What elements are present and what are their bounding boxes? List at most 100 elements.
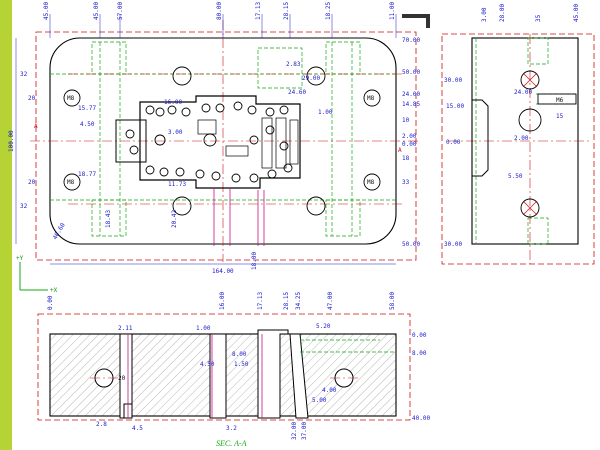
dimension-lines (15, 14, 397, 265)
dimension-label: 8.00 (232, 351, 247, 358)
side-centerlines (448, 34, 590, 264)
dimension-label: 70.00 (402, 37, 420, 44)
hole-label: M8 (67, 179, 75, 186)
dimension-label: 24.00 (514, 89, 532, 96)
dimension-label: 17.13 (255, 2, 262, 20)
dimension-label: 32.00 (291, 422, 298, 440)
total-width-dimension: 164.00 (212, 268, 234, 275)
dimension-label: 29.00 (302, 75, 320, 82)
side-holes (518, 70, 542, 218)
dimension-label: 80.00 (216, 2, 223, 20)
dimension-label: 50.00 (402, 241, 420, 248)
cut-lines (213, 188, 265, 246)
dimension-label: 5.00 (312, 397, 327, 404)
dimension-label: 8.00 (412, 350, 427, 357)
section-tag: A (34, 123, 38, 130)
dimension-label: 1.00 (196, 325, 211, 332)
dimension-label: 1.00 (318, 109, 333, 116)
dimension-label: 2.11 (118, 325, 133, 332)
hole-label: M8 (67, 95, 75, 102)
dimension-label: 50.00 (402, 69, 420, 76)
axis-indicator: +Y +X (16, 255, 58, 294)
dimension-label: 4.00 (322, 387, 337, 394)
dimension-label: 1.50 (234, 361, 249, 368)
dimension-label: 16.00 (219, 292, 226, 310)
dimension-label: 35 (535, 14, 542, 22)
hole-label: M8 (367, 179, 375, 186)
section-phantom-border (37, 313, 411, 421)
dimension-label: 45.00 (43, 2, 50, 20)
dimension-label: 2.8 (96, 421, 107, 428)
corner-holes (63, 66, 381, 216)
dimension-label: 32 (20, 71, 28, 78)
dimension-label: 18.00 (251, 252, 258, 270)
dimension-label: 45.00 (93, 2, 100, 20)
dimension-label: 58.00 (389, 292, 396, 310)
dimension-label: 11.00 (389, 2, 396, 20)
dimension-label: 20.42 (171, 210, 178, 228)
accent-side-bar (0, 0, 12, 450)
pocket-slots (197, 117, 299, 169)
dimension-label: 10 (402, 117, 410, 124)
dimension-label: 37.00 (301, 422, 308, 440)
side-hole-crosses (522, 72, 538, 216)
dimension-label: 33 (402, 179, 410, 186)
dimension-label: 45.00 (573, 4, 580, 22)
dimension-label: 11.73 (168, 181, 186, 188)
dimension-label: 30.00 (444, 77, 462, 84)
section-caption: SEC. A-A (216, 439, 247, 448)
dimension-label: 2.00 (514, 135, 529, 142)
dimension-label: 0.00 (412, 332, 427, 339)
pocket-holes (125, 101, 293, 183)
dimension-label: 28.15 (283, 2, 290, 20)
dimension-label: 40.00 (412, 415, 430, 422)
dimension-label: 3.00 (481, 7, 488, 22)
dimension-label: 15.00 (446, 103, 464, 110)
dimension-label: 18.25 (325, 2, 332, 20)
dimension-label: 3.2 (226, 425, 237, 432)
top-view: M8 M8 M8 M8 A A 45.00 45.00 57.00 80.00 … (8, 2, 430, 275)
dimension-label: 57.00 (117, 2, 124, 20)
dimension-label: 3.00 (168, 129, 183, 136)
dimension-label: 20 (28, 95, 36, 102)
central-pocket (139, 95, 301, 189)
section-tag: A (398, 147, 402, 154)
dimension-label: 24.00 (402, 91, 420, 98)
dimension-label: 4.50 (80, 121, 95, 128)
dimension-label: 0.00 (446, 139, 461, 146)
dimension-label: 28.00 (499, 4, 506, 22)
side-step (471, 99, 489, 177)
y-axis-label: +Y (16, 255, 24, 262)
side-view: M6 15 3.00 28.00 35 45.00 30.00 15.00 0.… (441, 4, 595, 265)
dimension-label: 0.00 (402, 141, 417, 148)
total-height-dimension: 100.00 (8, 130, 15, 152)
hole-label: M8 (367, 95, 375, 102)
hole-label: M6 (556, 97, 564, 104)
dimension-label: 24.60 (288, 89, 306, 96)
dimension-label: 18.77 (78, 171, 96, 178)
dimension-label: 4.50 (200, 361, 215, 368)
dimension-label: 17.13 (257, 292, 264, 310)
dimension-label: 18.43 (105, 210, 112, 228)
dimension-label: 18 (402, 155, 410, 162)
dimension-label: 5.50 (508, 173, 523, 180)
dimension-label: 15.77 (78, 105, 96, 112)
dimension-label: 0.00 (47, 295, 54, 310)
section-hidden-lines (300, 339, 396, 353)
dimension-label: 20 (28, 179, 36, 186)
dimension-label: 2.00 (402, 133, 417, 140)
top-view-phantom-border (35, 31, 417, 261)
section-cut-lines (127, 334, 263, 418)
x-axis-label: +X (50, 287, 58, 294)
dimension-label: 28.15 (283, 292, 290, 310)
dimension-label: 47.00 (327, 292, 334, 310)
section-view: 0.00 16.00 17.13 28.15 34.25 47.00 58.00… (37, 292, 430, 448)
dimension-label: 2.83 (286, 61, 301, 68)
dimension-label: 30.00 (444, 241, 462, 248)
hole-label: 20 (118, 375, 126, 382)
left-insert-block (115, 119, 147, 163)
flag-icon (402, 14, 430, 28)
dimension-label: 14.85 (402, 101, 420, 108)
hole-label: 15 (556, 113, 564, 120)
